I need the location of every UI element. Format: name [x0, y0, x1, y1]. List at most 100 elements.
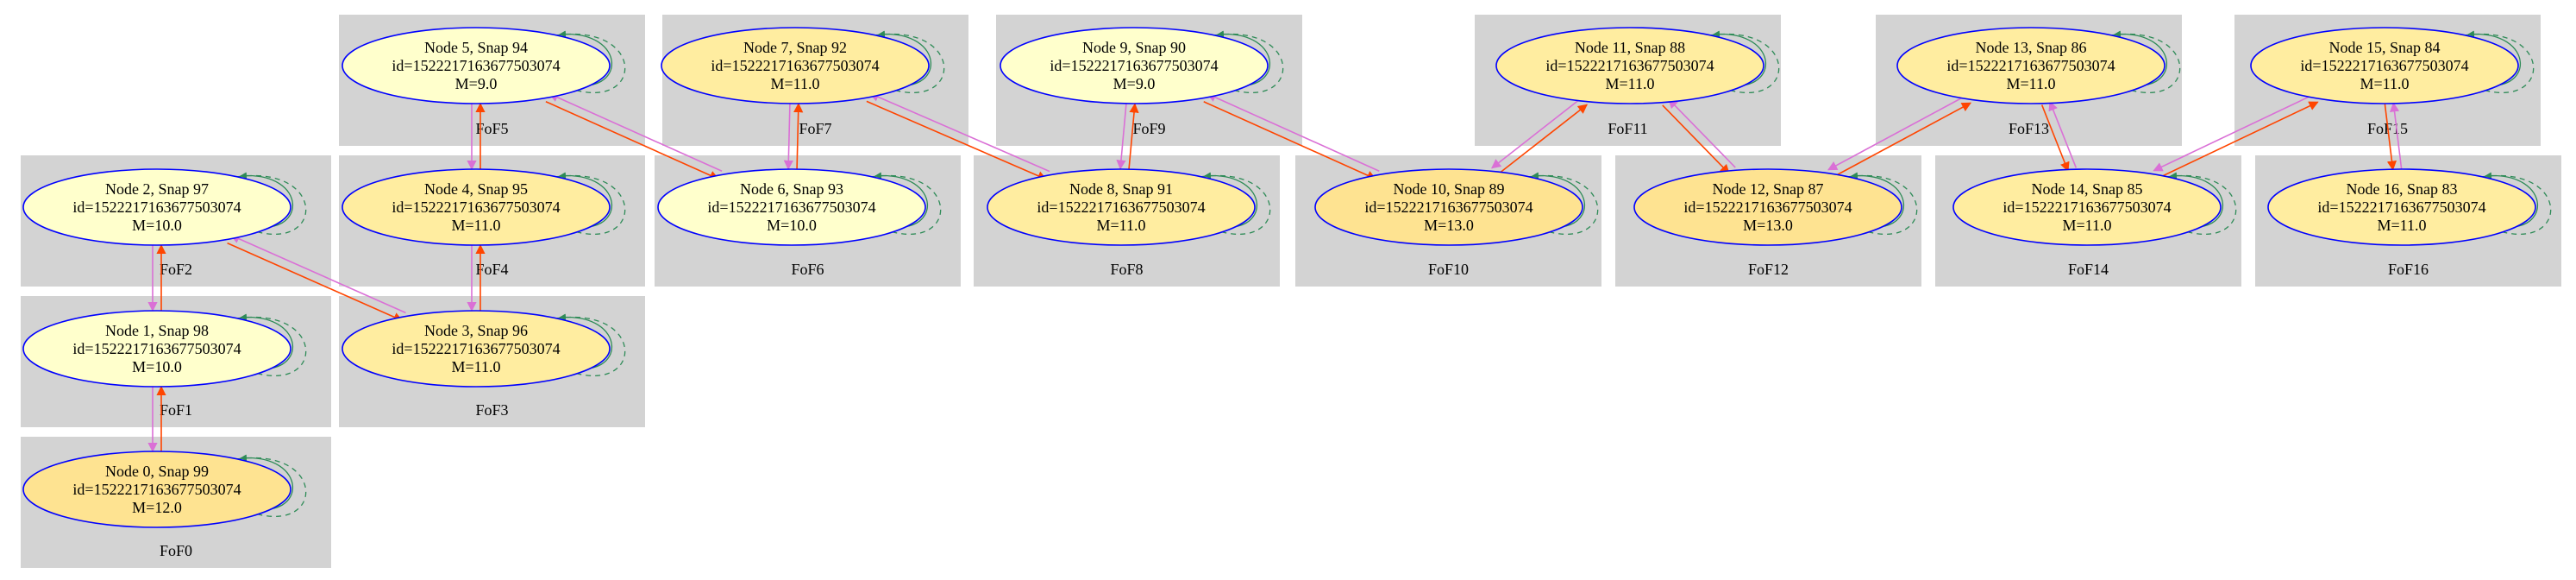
- node-ellipse: [657, 168, 926, 246]
- node-12: Node 12, Snap 87id=1522217163677503074M=…: [1633, 168, 1918, 246]
- edge-descendant: [548, 92, 723, 172]
- cluster-label: FoF4: [475, 261, 508, 278]
- self-loop-dashed: [1528, 174, 1599, 235]
- node-id: id=1522217163677503074: [392, 340, 560, 357]
- edge-progenitor: [545, 101, 720, 180]
- node-title: Node 8, Snap 91: [1069, 180, 1173, 198]
- edge-progenitor: [2157, 101, 2319, 180]
- node-ellipse: [2250, 27, 2519, 104]
- node-ellipse: [987, 168, 1256, 246]
- edge-progenitor: [1832, 102, 1971, 179]
- node-ellipse: [342, 27, 611, 104]
- node-mass: M=11.0: [2378, 217, 2427, 234]
- self-loop-dashed: [1213, 33, 1284, 93]
- node-id: id=1522217163677503074: [1946, 57, 2115, 74]
- edge-descendant: [1668, 98, 1736, 168]
- node-8: Node 8, Snap 91id=1522217163677503074M=1…: [987, 168, 1271, 246]
- node-id: id=1522217163677503074: [1683, 199, 1852, 216]
- node-ellipse: [22, 451, 291, 528]
- node-ellipse: [1495, 27, 1764, 104]
- node-title: Node 5, Snap 94: [424, 39, 528, 56]
- node-mass: M=9.0: [1113, 75, 1156, 92]
- self-loop-dashed: [2166, 174, 2237, 235]
- cluster-label: FoF3: [475, 401, 508, 419]
- node-mass: M=9.0: [455, 75, 498, 92]
- node-ellipse: [1000, 27, 1269, 104]
- node-ellipse: [22, 168, 291, 246]
- self-loop-dashed: [555, 33, 626, 93]
- edge-descendant: [783, 103, 793, 170]
- self-loop-dashed: [236, 457, 307, 517]
- node-id: id=1522217163677503074: [2300, 57, 2468, 74]
- cluster-label: FoF9: [1132, 120, 1165, 137]
- edge-progenitor: [2040, 104, 2070, 173]
- edge-progenitor: [866, 100, 1048, 180]
- node-16: Node 16, Snap 83id=1522217163677503074M=…: [2267, 168, 2552, 246]
- node-6: Node 6, Snap 93id=1522217163677503074M=1…: [657, 168, 942, 246]
- cluster-label: FoF10: [1428, 261, 1469, 278]
- node-14: Node 14, Snap 85id=1522217163677503074M=…: [1952, 168, 2237, 246]
- node-ellipse: [342, 310, 611, 388]
- node-title: Node 14, Snap 85: [2032, 180, 2143, 198]
- node-id: id=1522217163677503074: [2317, 199, 2485, 216]
- self-loop-dashed: [1847, 174, 1918, 235]
- cluster-label: FoF2: [160, 261, 192, 278]
- node-title: Node 1, Snap 98: [105, 322, 209, 339]
- node-0: Node 0, Snap 99id=1522217163677503074M=1…: [22, 451, 307, 528]
- node-ellipse: [1633, 168, 1902, 246]
- cluster-label: FoF13: [2009, 120, 2049, 137]
- node-id: id=1522217163677503074: [72, 199, 241, 216]
- cluster-label: FoF0: [160, 542, 192, 559]
- cluster-label: FoF12: [1748, 261, 1789, 278]
- node-mass: M=10.0: [132, 358, 182, 375]
- node-ellipse: [1896, 27, 2165, 104]
- edge-progenitor: [2384, 104, 2397, 171]
- cluster-label: FoF16: [2388, 261, 2429, 278]
- node-mass: M=11.0: [452, 217, 501, 234]
- node-title: Node 11, Snap 88: [1575, 39, 1685, 56]
- node-id: id=1522217163677503074: [72, 481, 241, 498]
- cluster-label: FoF11: [1608, 120, 1647, 137]
- nodes-layer: Node 0, Snap 99id=1522217163677503074M=1…: [22, 27, 2552, 528]
- cluster-label: FoF7: [799, 120, 831, 137]
- edge-progenitor: [1203, 101, 1377, 180]
- edge-descendant: [2389, 102, 2403, 169]
- node-title: Node 4, Snap 95: [424, 180, 528, 198]
- self-loop-dashed: [2110, 33, 2181, 93]
- edge-descendant: [1206, 92, 1380, 172]
- node-id: id=1522217163677503074: [707, 199, 875, 216]
- self-loop-dashed: [1200, 174, 1271, 235]
- node-10: Node 10, Snap 89id=1522217163677503074M=…: [1314, 168, 1599, 246]
- node-mass: M=13.0: [1424, 217, 1474, 234]
- node-mass: M=13.0: [1743, 217, 1793, 234]
- self-loop-dashed: [2464, 33, 2535, 93]
- edges-layer: [147, 92, 2403, 453]
- node-title: Node 16, Snap 83: [2347, 180, 2458, 198]
- node-ellipse: [1314, 168, 1583, 246]
- node-mass: M=11.0: [2360, 75, 2410, 92]
- node-ellipse: [2267, 168, 2536, 246]
- edge-progenitor: [1128, 103, 1139, 170]
- node-4: Node 4, Snap 95id=1522217163677503074M=1…: [342, 168, 626, 246]
- edge-progenitor: [227, 242, 404, 322]
- node-mass: M=10.0: [132, 217, 182, 234]
- cluster-label: FoF5: [475, 120, 508, 137]
- edge-descendant: [229, 234, 406, 314]
- cluster-label: FoF14: [2068, 261, 2109, 278]
- node-mass: M=10.0: [767, 217, 817, 234]
- self-loop-dashed: [1709, 33, 1780, 93]
- node-id: id=1522217163677503074: [2003, 199, 2171, 216]
- node-1: Node 1, Snap 98id=1522217163677503074M=1…: [22, 310, 307, 388]
- cluster-label: FoF8: [1110, 261, 1143, 278]
- node-mass: M=11.0: [771, 75, 820, 92]
- edge-progenitor: [1662, 104, 1730, 174]
- edge-descendant: [868, 92, 1050, 173]
- node-id: id=1522217163677503074: [1037, 199, 1205, 216]
- node-ellipse: [342, 168, 611, 246]
- self-loop-dashed: [2481, 174, 2552, 235]
- node-title: Node 12, Snap 87: [1713, 180, 1824, 198]
- node-7: Node 7, Snap 92id=1522217163677503074M=1…: [661, 27, 945, 104]
- node-ellipse: [661, 27, 930, 104]
- node-ellipse: [1952, 168, 2222, 246]
- node-id: id=1522217163677503074: [72, 340, 241, 357]
